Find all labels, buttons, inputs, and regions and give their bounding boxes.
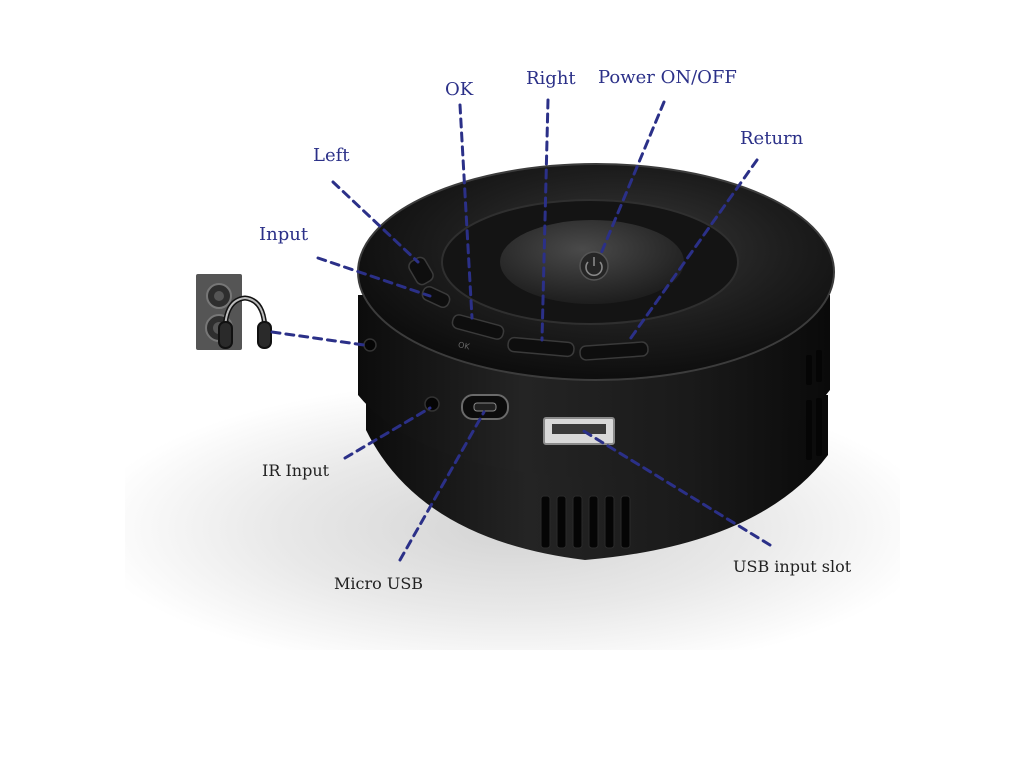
label-usb-input-slot: USB input slot <box>733 557 852 576</box>
callout-power <box>598 100 666 258</box>
front-buttons <box>408 256 649 361</box>
button-ok <box>451 314 505 340</box>
side-vents <box>806 350 822 460</box>
mini-projector: OK <box>357 163 835 560</box>
callout-ok <box>458 103 474 320</box>
label-power: Power ON/OFF <box>598 67 737 88</box>
audio-jack <box>363 338 377 352</box>
headphones-icon <box>218 295 272 349</box>
label-right: Right <box>526 68 576 89</box>
callout-right <box>540 98 550 342</box>
button-return <box>579 341 649 361</box>
callout-lines <box>270 98 772 562</box>
device-ok-mark: OK <box>457 340 471 351</box>
front-vents <box>540 495 631 549</box>
micro-usb-slot <box>473 402 497 412</box>
label-return: Return <box>740 128 804 149</box>
callout-audio <box>270 330 366 347</box>
callout-ir <box>343 406 432 460</box>
label-input: Input <box>259 224 309 245</box>
callout-input <box>316 256 432 298</box>
label-ir-input: IR Input <box>262 461 330 480</box>
label-micro-usb: Micro USB <box>334 574 424 593</box>
button-input <box>421 285 451 309</box>
callout-usb <box>580 428 772 547</box>
ir-port <box>424 396 440 412</box>
label-left: Left <box>313 145 350 166</box>
usb-port-tongue <box>552 424 606 434</box>
callout-return <box>626 158 759 344</box>
callout-left <box>331 180 420 264</box>
label-ok: OK <box>445 79 474 100</box>
callout-micro-usb <box>398 410 486 562</box>
power-icon <box>579 251 609 281</box>
